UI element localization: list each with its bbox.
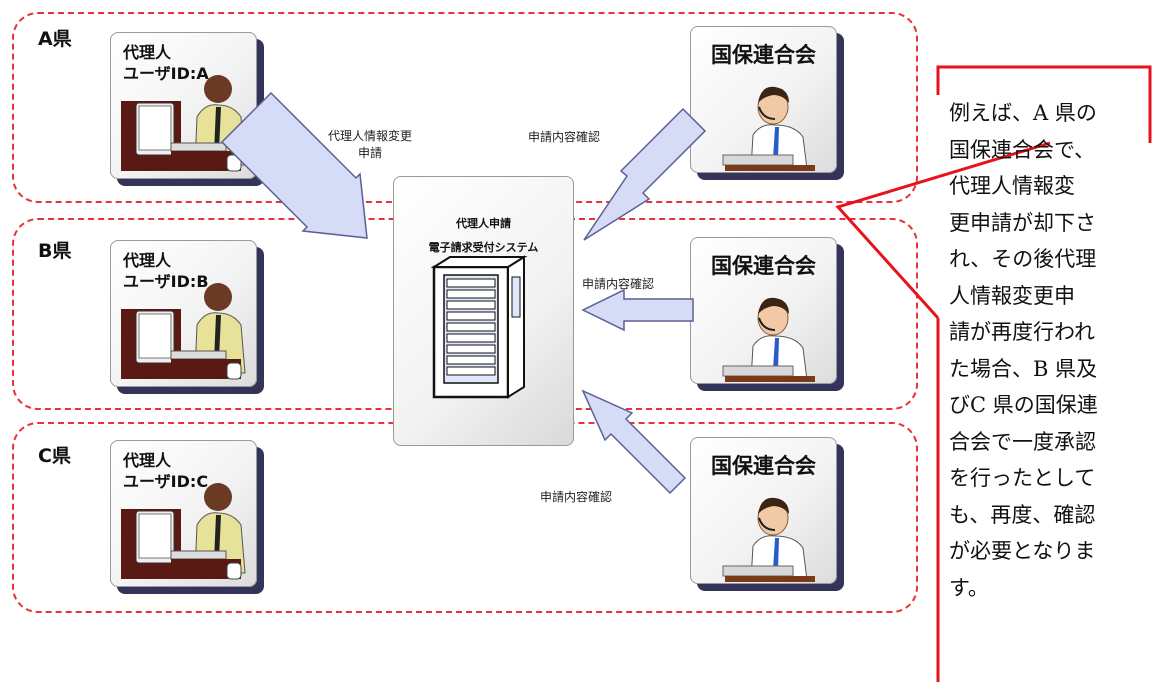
edge-label-agent-request-line1: 代理人情報変更 [327, 129, 412, 143]
edge-label-agent-request: 代理人情報変更 申請 [300, 128, 440, 162]
agent-card-title: 代理人 [123, 451, 172, 470]
edge-label-confirm-b: 申請内容確認 [582, 277, 655, 291]
koho-card-c: 国保連合会 [690, 437, 837, 584]
agent-card-c: 代理人 ユーザID:C [110, 440, 257, 587]
server-rack-icon [430, 255, 528, 399]
callout-line: 代理人情報変 [949, 174, 1075, 198]
office-worker-icon [121, 483, 246, 580]
server-system-box: 代理人申請 電子請求受付システム [393, 176, 574, 446]
koho-card-title: 国保連合会 [711, 454, 816, 478]
region-c-label: C県 [38, 445, 71, 467]
callout-line: 請が再度行われ [949, 320, 1095, 344]
operator-headset-icon [722, 497, 815, 582]
region-b-label: B県 [38, 240, 72, 262]
agent-card-title: 代理人 [123, 251, 172, 270]
callout-line: 人情報変更申 [949, 283, 1075, 308]
callout-line: 合会で一度承認 [949, 429, 1096, 454]
callout-line: た場合、B 県及 [949, 356, 1098, 381]
callout-line: を行ったとして [949, 466, 1096, 490]
callout-leader-line [835, 141, 1051, 320]
agent-card-user-id: ユーザID:C [123, 472, 209, 491]
callout-line: 更申請が却下さ [949, 210, 1096, 235]
callout-line: 例えば、A 県の [949, 101, 1097, 125]
callout-line: も、再度、確認 [949, 502, 1096, 527]
server-title-line1: 代理人申請 [456, 217, 511, 230]
operator-headset-icon [722, 86, 815, 171]
arrow-koho-c-to-server [581, 389, 687, 495]
koho-card-title: 国保連合会 [711, 43, 816, 67]
callout-line: びC 県の国保連 [949, 393, 1098, 417]
arrow-agent-to-server [220, 91, 368, 239]
callout-line: れ、その後代理 [949, 247, 1097, 271]
koho-card-title: 国保連合会 [711, 254, 816, 278]
agent-card-user-id: ユーザID:A [123, 64, 209, 83]
callout-note: 例えば、A 県の 国保連合会で、 代理人情報変 更申請が却下さ れ、その後代理 … [949, 95, 1149, 606]
region-a-label: A県 [38, 28, 72, 50]
agent-card-title: 代理人 [123, 43, 172, 62]
arrow-koho-a-to-server [583, 107, 707, 241]
edge-label-confirm-a: 申請内容確認 [528, 130, 601, 144]
arrow-koho-b-to-server [581, 288, 694, 332]
agent-card-b: 代理人 ユーザID:B [110, 240, 257, 387]
edge-label-confirm-c: 申請内容確認 [540, 490, 613, 504]
callout-border-top [936, 65, 1152, 143]
agent-card-user-id: ユーザID:B [123, 272, 209, 291]
operator-headset-icon [722, 297, 815, 382]
callout-line: 国保連合会で、 [949, 137, 1096, 162]
koho-card-b: 国保連合会 [690, 237, 837, 384]
koho-card-a: 国保連合会 [690, 26, 837, 173]
callout-line: が必要となりま [949, 539, 1096, 563]
callout-line: す。 [949, 575, 989, 600]
edge-label-agent-request-line2: 申請 [357, 146, 382, 160]
office-worker-icon [121, 283, 246, 380]
server-title-line2: 電子請求受付システム [428, 241, 539, 254]
